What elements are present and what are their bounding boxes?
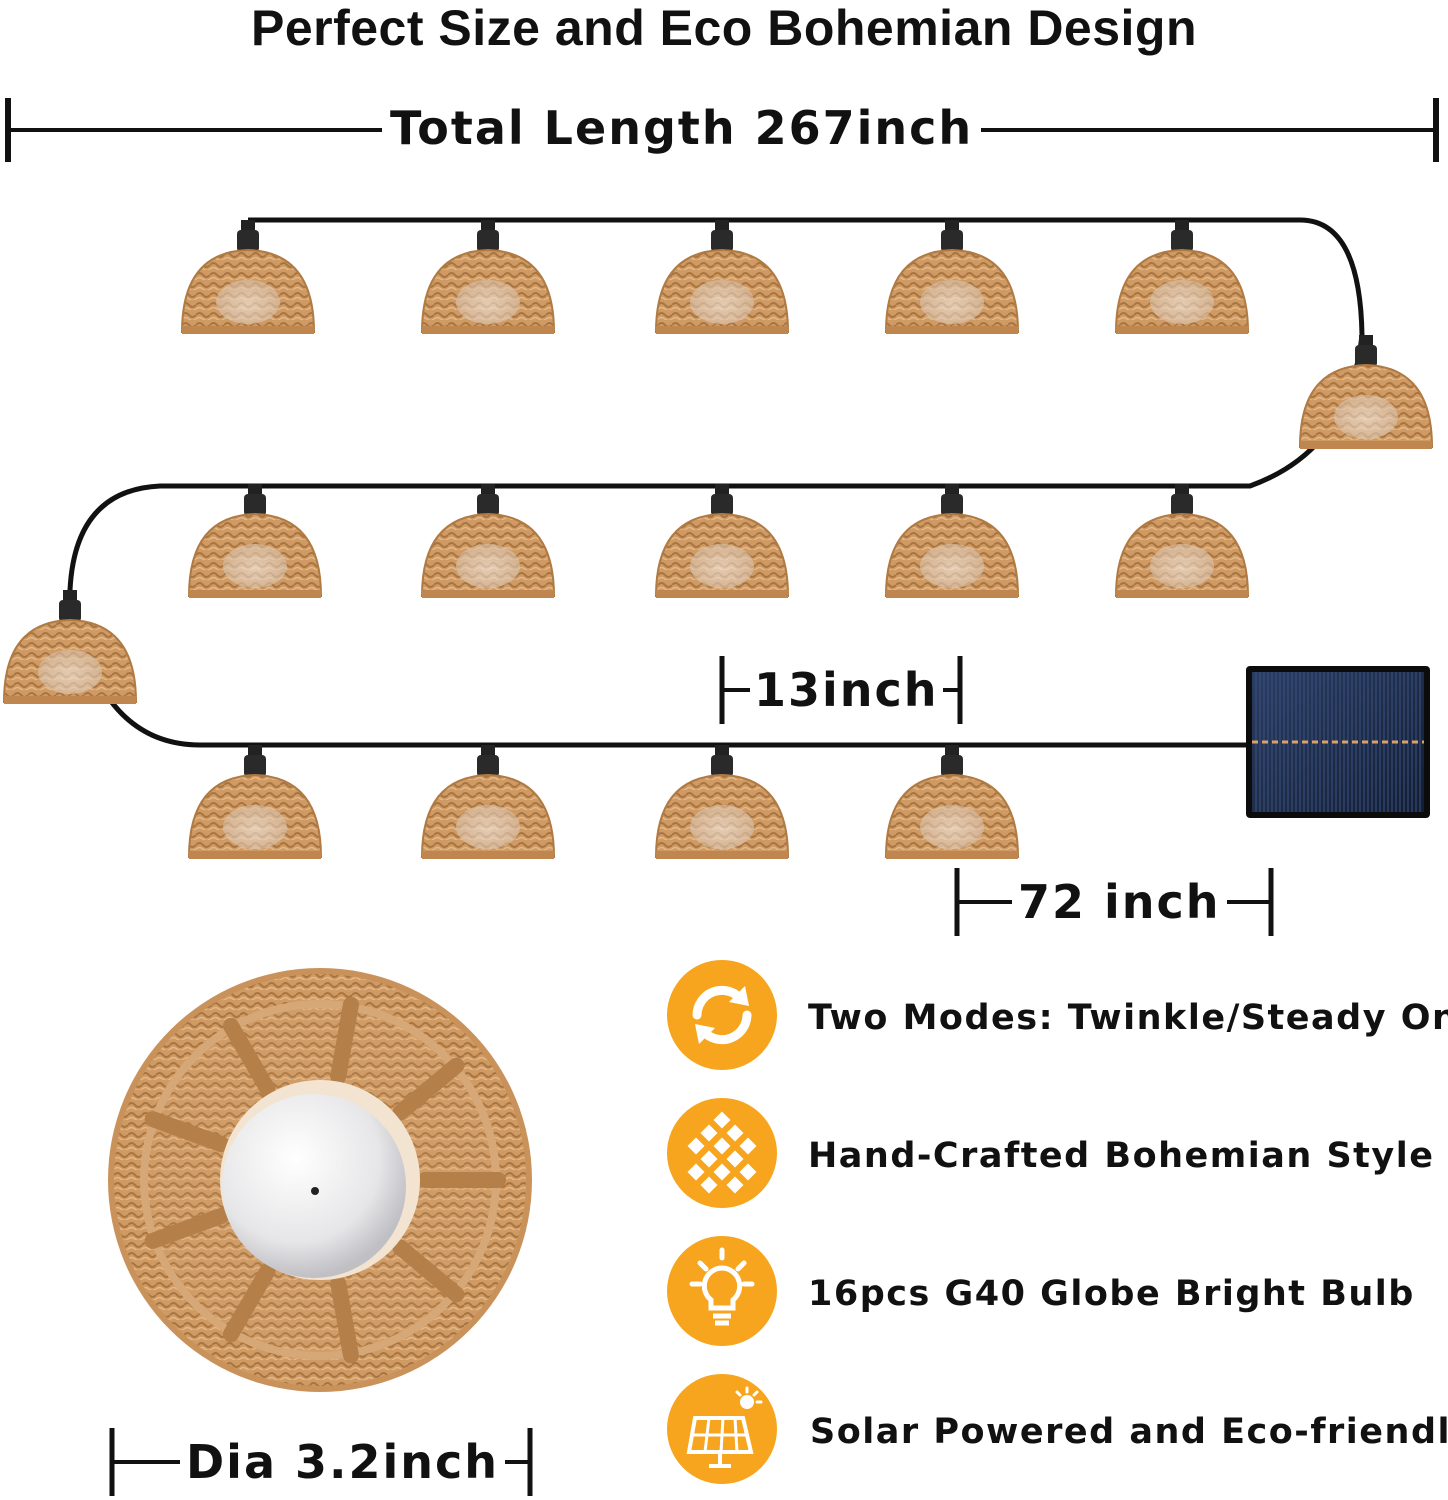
refresh-icon [667, 960, 777, 1070]
lamp-shade [420, 220, 556, 334]
lamp-shade [420, 745, 556, 859]
lamp-shade [654, 484, 790, 598]
lamp-shade [1114, 484, 1250, 598]
lamp-shade [420, 484, 556, 598]
lamp-shade [884, 745, 1020, 859]
spacing-label: 13inch [750, 662, 943, 718]
feature-text-bulbs: 16pcs G40 Globe Bright Bulb [808, 1274, 1415, 1314]
lamp-shade [187, 484, 323, 598]
bulb [222, 1094, 406, 1278]
lamp-shade [884, 484, 1020, 598]
lightbulb-icon [667, 1236, 777, 1346]
lamp-shade [654, 745, 790, 859]
feature-text-style: Hand-Crafted Bohemian Style [808, 1136, 1435, 1176]
lamp-shade [884, 220, 1020, 334]
lamp-shade [187, 745, 323, 859]
lamp-shade [654, 220, 790, 334]
page-title: Perfect Size and Eco Bohemian Design [250, 0, 1198, 56]
lamp-shade [180, 220, 316, 334]
pattern-icon [667, 1098, 777, 1208]
diameter-label: Dia 3.2inch [180, 1434, 506, 1490]
feature-text-solar: Solar Powered and Eco-friendly [810, 1412, 1448, 1452]
lamp-shade [1114, 220, 1250, 334]
total-length-label: Total Length 267inch [382, 100, 982, 156]
solar-panel-icon [667, 1374, 777, 1484]
string-lights-illustration [2, 217, 1434, 859]
solar-panel [1246, 666, 1430, 818]
feature-text-modes: Two Modes: Twinkle/Steady On [808, 998, 1448, 1038]
lead-cable-label: 72 inch [1012, 874, 1227, 930]
lamp-top-view [108, 968, 532, 1392]
lamp-shade [2, 590, 138, 704]
lamp-shade [1298, 335, 1434, 449]
